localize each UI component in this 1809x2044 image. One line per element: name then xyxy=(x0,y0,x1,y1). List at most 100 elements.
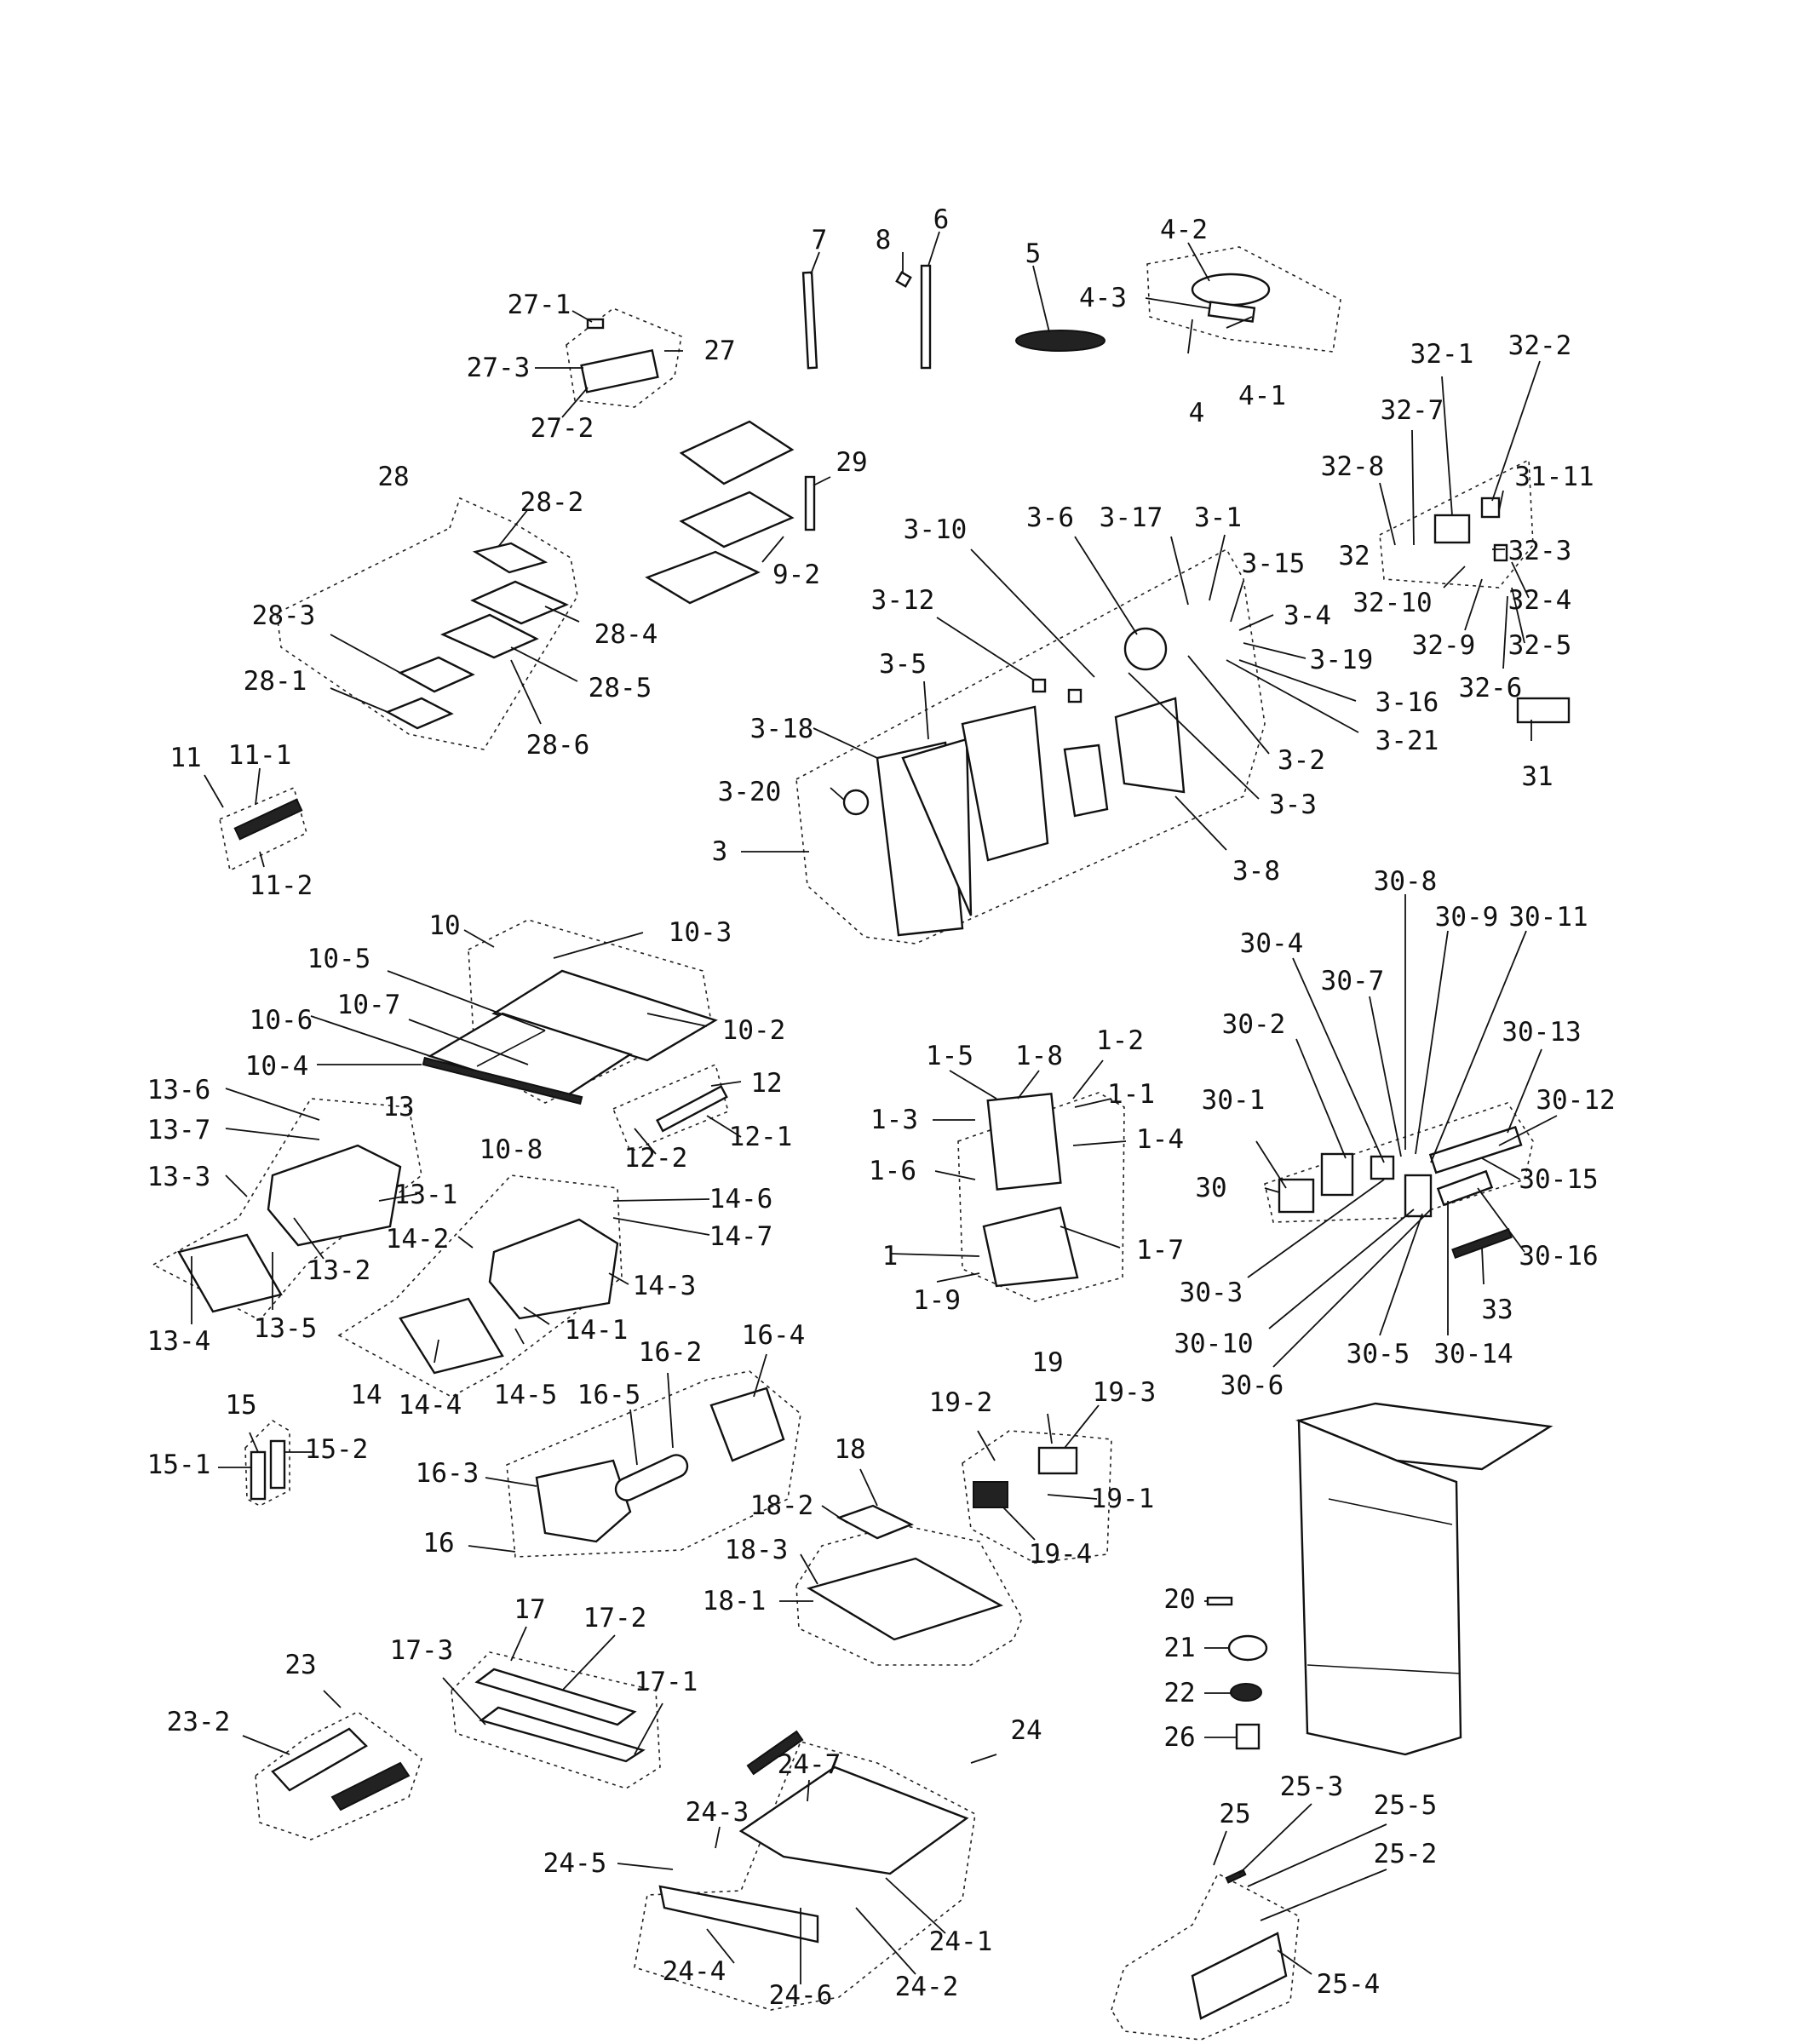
part-24-4-front xyxy=(658,1885,819,1944)
part-label-1-6: 1-6 xyxy=(869,1156,916,1186)
part-label-19-2: 19-2 xyxy=(929,1387,993,1418)
part-label-13-2: 13-2 xyxy=(307,1255,371,1286)
part-14-3-crisper xyxy=(488,1218,619,1320)
part-label-14-6: 14-6 xyxy=(709,1184,773,1214)
part-label-10-6: 10-6 xyxy=(250,1005,313,1036)
group-19-outline xyxy=(962,1430,1112,1564)
part-label-18-3: 18-3 xyxy=(725,1535,789,1565)
part-label-3-15: 3-15 xyxy=(1242,548,1306,579)
part-25-3-pin xyxy=(1225,1869,1247,1884)
part-16-4-plate xyxy=(709,1387,785,1462)
part-label-30-1: 30-1 xyxy=(1202,1085,1266,1116)
part-1-evaporator xyxy=(986,1092,1062,1191)
part-label-20: 20 xyxy=(1163,1584,1195,1615)
group-12-outline xyxy=(612,1063,729,1153)
part-label-24-2: 24-2 xyxy=(895,1972,959,2002)
part-16-3-housing xyxy=(535,1459,632,1543)
part-20-part xyxy=(1206,1596,1233,1606)
part-label-3-3: 3-3 xyxy=(1269,789,1317,820)
part-label-10-4: 10-4 xyxy=(245,1051,309,1082)
part-label-13-7: 13-7 xyxy=(147,1115,211,1145)
group-1-outline xyxy=(957,1092,1125,1302)
part-label-25-2: 25-2 xyxy=(1374,1839,1438,1869)
part-label-30: 30 xyxy=(1195,1173,1226,1203)
part-label-28-1: 28-1 xyxy=(244,666,307,697)
part-label-1-4: 1-4 xyxy=(1136,1124,1184,1155)
group-25-outline xyxy=(1111,1872,1300,2041)
part-3-12-block xyxy=(1031,678,1047,693)
group-4-outline xyxy=(1146,246,1341,353)
part-label-3-21: 3-21 xyxy=(1375,726,1439,756)
part-label-14-7: 14-7 xyxy=(709,1221,773,1252)
part-32-3-switch xyxy=(1493,543,1508,562)
group-3-outline xyxy=(795,548,1266,944)
part-19-4-block xyxy=(973,1481,1008,1508)
part-label-13-3: 13-3 xyxy=(147,1162,211,1192)
part-10-frame-divider xyxy=(476,1030,546,1067)
part-10-4-rail xyxy=(422,1056,583,1105)
part-28-4-frame xyxy=(470,580,570,625)
part-cabinet-body xyxy=(1297,1419,1462,1756)
part-label-13-5: 13-5 xyxy=(254,1313,318,1344)
part-label-30-9: 30-9 xyxy=(1435,902,1499,933)
part-label-24-6: 24-6 xyxy=(769,1980,833,2011)
part-23-2-handle xyxy=(271,1727,368,1792)
part-4-3-plate xyxy=(1207,301,1256,323)
part-label-9-2: 9-2 xyxy=(772,560,820,590)
part-label-3-6: 3-6 xyxy=(1026,502,1074,533)
part-label-3-1: 3-1 xyxy=(1194,502,1242,533)
part-label-1-9: 1-9 xyxy=(913,1285,961,1316)
group-28-outline xyxy=(276,497,578,750)
part-12-1-bracket xyxy=(656,1085,728,1133)
part-label-4: 4 xyxy=(1189,398,1205,428)
part-6-rail xyxy=(920,264,932,370)
part-label-11-2: 11-2 xyxy=(250,870,313,901)
part-label-10-2: 10-2 xyxy=(722,1015,786,1046)
part-label-3-10: 3-10 xyxy=(904,514,968,545)
part-9-shelf-mid xyxy=(679,491,795,548)
part-label-14-3: 14-3 xyxy=(633,1271,697,1301)
part-label-22: 22 xyxy=(1163,1678,1195,1708)
part-label-3-17: 3-17 xyxy=(1100,502,1163,533)
group-13-outline xyxy=(152,1098,422,1322)
part-label-3-16: 3-16 xyxy=(1375,687,1439,718)
part-label-32-6: 32-6 xyxy=(1459,673,1523,703)
part-label-16: 16 xyxy=(422,1528,454,1559)
part-label-17-3: 17-3 xyxy=(390,1635,454,1666)
part-26-part xyxy=(1235,1723,1261,1750)
part-label-3-12: 3-12 xyxy=(871,585,935,616)
part-label-24: 24 xyxy=(1010,1715,1042,1746)
part-label-10-8: 10-8 xyxy=(480,1134,543,1165)
part-label-3-19: 3-19 xyxy=(1310,645,1374,675)
part-13-4-front xyxy=(177,1233,283,1313)
part-label-30-10: 30-10 xyxy=(1174,1329,1253,1359)
part-7-rail xyxy=(801,271,818,370)
part-21-part xyxy=(1227,1634,1268,1662)
part-label-1-3: 1-3 xyxy=(870,1105,918,1135)
part-label-12: 12 xyxy=(750,1068,782,1099)
part-30-2-cover xyxy=(1320,1152,1354,1197)
part-label-16-4: 16-4 xyxy=(742,1320,806,1351)
part-label-11-1: 11-1 xyxy=(228,740,292,771)
part-16-5-tube xyxy=(614,1454,689,1501)
part-label-30-12: 30-12 xyxy=(1536,1085,1615,1116)
part-label-18-1: 18-1 xyxy=(703,1586,767,1616)
part-label-28-3: 28-3 xyxy=(252,600,316,631)
leader-lines xyxy=(191,231,1558,1984)
part-label-3-18: 3-18 xyxy=(750,714,814,744)
part-label-32: 32 xyxy=(1338,541,1370,571)
part-label-32-4: 32-4 xyxy=(1508,585,1572,616)
part-28-2-glass xyxy=(472,542,548,574)
part-label-8: 8 xyxy=(876,225,892,256)
part-label-32-3: 32-3 xyxy=(1508,536,1572,566)
part-label-15: 15 xyxy=(225,1390,256,1421)
part-9-shelf-top xyxy=(679,420,795,485)
part-label-32-7: 32-7 xyxy=(1381,395,1444,426)
part-label-32-1: 32-1 xyxy=(1410,339,1474,370)
part-label-27-2: 27-2 xyxy=(531,413,594,444)
part-label-28-6: 28-6 xyxy=(526,730,590,761)
part-label-15-1: 15-1 xyxy=(147,1450,211,1480)
part-label-6: 6 xyxy=(933,204,950,235)
part-label-28-4: 28-4 xyxy=(594,619,658,650)
